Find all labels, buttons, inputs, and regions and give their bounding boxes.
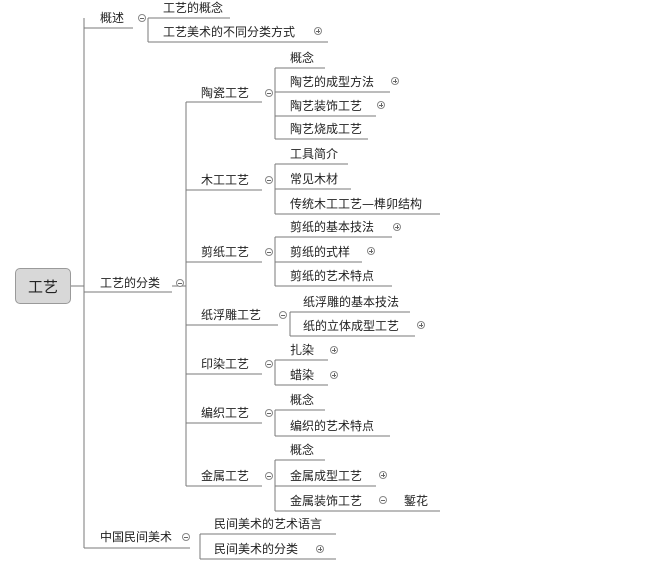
group-wood-label[interactable]: 木工工艺 <box>201 173 250 187</box>
node-tie-dye[interactable]: 扎染 <box>290 343 315 357</box>
node-weaving-features[interactable]: 编织的艺术特点 <box>290 419 375 433</box>
collapse-toggle-icon[interactable] <box>279 311 287 319</box>
expand-toggle-icon[interactable] <box>316 545 324 553</box>
group-dyeing-label[interactable]: 印染工艺 <box>201 357 250 371</box>
group-paper-relief-label[interactable]: 纸浮雕工艺 <box>201 308 262 322</box>
branch-minjian-label[interactable]: 中国民间美术 <box>100 530 173 544</box>
node-metal-forming[interactable]: 金属成型工艺 <box>290 469 363 483</box>
node-metal-concept[interactable]: 概念 <box>290 443 315 457</box>
expand-toggle-icon[interactable] <box>417 321 425 329</box>
collapse-toggle-icon[interactable] <box>379 496 387 504</box>
node-papercut-styles[interactable]: 剪纸的式样 <box>290 245 351 259</box>
node-ceramics-concept[interactable]: 概念 <box>290 51 315 65</box>
group-metal-label[interactable]: 金属工艺 <box>201 469 250 483</box>
branch-fenlei-label[interactable]: 工艺的分类 <box>100 276 161 290</box>
node-ceramics-forming[interactable]: 陶艺的成型方法 <box>290 75 375 89</box>
group-ceramics-label[interactable]: 陶瓷工艺 <box>201 86 250 100</box>
collapse-toggle-icon[interactable] <box>265 409 273 417</box>
collapse-toggle-icon[interactable] <box>138 14 146 22</box>
node-wood-tools[interactable]: 工具简介 <box>290 147 339 161</box>
expand-toggle-icon[interactable] <box>330 346 338 354</box>
node-batik[interactable]: 蜡染 <box>290 368 315 382</box>
expand-toggle-icon[interactable] <box>379 471 387 479</box>
group-papercut-label[interactable]: 剪纸工艺 <box>201 245 250 259</box>
collapse-toggle-icon[interactable] <box>265 248 273 256</box>
node-wood-mortise[interactable]: 传统木工工艺—榫卯结构 <box>290 197 423 211</box>
node-papercut-technique[interactable]: 剪纸的基本技法 <box>290 220 375 234</box>
collapse-toggle-icon[interactable] <box>265 472 273 480</box>
node-weaving-concept[interactable]: 概念 <box>290 393 315 407</box>
expand-toggle-icon[interactable] <box>391 77 399 85</box>
node-papercut-features[interactable]: 剪纸的艺术特点 <box>290 269 375 283</box>
node-wood-types[interactable]: 常见木材 <box>290 172 339 186</box>
collapse-toggle-icon[interactable] <box>176 279 184 287</box>
node-folk-language[interactable]: 民间美术的艺术语言 <box>214 517 323 531</box>
node-metal-decoration[interactable]: 金属装饰工艺 <box>290 494 363 508</box>
group-weaving-label[interactable]: 编织工艺 <box>201 406 250 420</box>
collapse-toggle-icon[interactable] <box>182 533 190 541</box>
node-relief-forming[interactable]: 纸的立体成型工艺 <box>303 319 400 333</box>
root-node[interactable]: 工艺 <box>15 268 71 304</box>
node-metal-chasing[interactable]: 錾花 <box>404 494 429 508</box>
node-gongyi-gainian[interactable]: 工艺的概念 <box>163 1 224 15</box>
node-relief-technique[interactable]: 纸浮雕的基本技法 <box>303 295 400 309</box>
collapse-toggle-icon[interactable] <box>265 89 273 97</box>
collapse-toggle-icon[interactable] <box>265 176 273 184</box>
expand-toggle-icon[interactable] <box>393 223 401 231</box>
expand-toggle-icon[interactable] <box>330 371 338 379</box>
expand-toggle-icon[interactable] <box>314 27 322 35</box>
collapse-toggle-icon[interactable] <box>265 360 273 368</box>
node-folk-classification[interactable]: 民间美术的分类 <box>214 542 299 556</box>
node-ceramics-firing[interactable]: 陶艺烧成工艺 <box>290 122 363 136</box>
expand-toggle-icon[interactable] <box>377 101 385 109</box>
node-ceramics-decoration[interactable]: 陶艺装饰工艺 <box>290 99 363 113</box>
branch-gaishu-label[interactable]: 概述 <box>100 11 125 25</box>
node-fenlei-fangshi[interactable]: 工艺美术的不同分类方式 <box>163 25 296 39</box>
expand-toggle-icon[interactable] <box>367 247 375 255</box>
